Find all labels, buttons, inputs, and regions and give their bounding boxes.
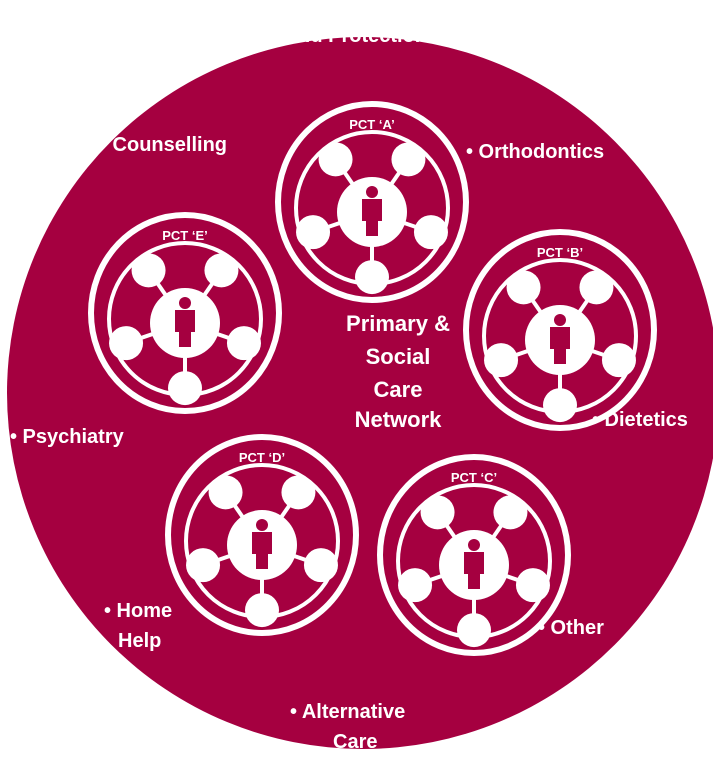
pct-outer-ring [275,101,469,303]
pct-cluster-e: PCT ‘E’ [88,212,282,414]
center-line-1: Primary & [346,311,450,336]
satellite-node-icon [515,568,550,603]
pct-clusters: PCT ‘A’ PCT ‘B’ PCT ‘C’ PCT ‘D’ PCT ‘E’ [88,101,657,656]
center-line-2: Social [366,344,431,369]
service-orthodontics: • Orthodontics [466,141,604,163]
service-home-help-line-2: Help [118,630,161,652]
pct-label-a: PCT ‘A’ [349,117,395,132]
satellite-node-icon [493,495,528,530]
satellite-node-icon [131,253,166,288]
satellite-node-icon [296,215,331,250]
person-icon [464,539,484,589]
service-dietetics: • Dietetics [592,409,688,431]
service-psychiatry: • Psychiatry [10,426,125,448]
service-labels: • Child Protection • Counselling • Ortho… [10,25,688,753]
satellite-node-icon [186,548,221,583]
pct-cluster-b: PCT ‘B’ [463,229,657,431]
satellite-node-icon [208,475,243,510]
satellite-node-icon [281,475,316,510]
satellite-node-icon [109,326,144,361]
pct-outer-ring [377,454,571,656]
satellite-node-icon [579,270,614,305]
satellite-node-icon [543,388,577,423]
pct-label-c: PCT ‘C’ [451,470,497,485]
service-counselling: • Counselling [100,134,227,156]
person-icon [550,314,570,364]
satellite-node-icon [413,215,448,250]
service-alternative-care-line-1: • Alternative [290,701,405,723]
person-icon [362,186,382,236]
service-child-protection: • Child Protection [260,25,427,47]
pct-label-d: PCT ‘D’ [239,450,285,465]
person-icon [175,297,195,347]
satellite-node-icon [398,568,433,603]
pct-cluster-d: PCT ‘D’ [165,434,359,636]
satellite-node-icon [303,548,338,583]
satellite-node-icon [484,343,519,378]
service-alternative-care-line-2: Care [333,731,377,753]
pct-outer-ring [165,434,359,636]
satellite-node-icon [391,142,426,177]
service-home-help-line-1: • Home [104,600,172,622]
satellite-node-icon [420,495,455,530]
pct-outer-ring [463,229,657,431]
person-icon [252,519,272,569]
center-line-4: Network [355,407,443,432]
service-other: • Other [538,617,604,639]
network-center-label: Primary & Social Care Network [346,311,450,432]
satellite-node-icon [506,270,541,305]
pct-cluster-a: PCT ‘A’ [275,101,469,303]
satellite-node-icon [226,326,261,361]
satellite-node-icon [601,343,636,378]
pct-label-b: PCT ‘B’ [537,245,583,260]
satellite-node-icon [355,260,389,295]
center-line-3: Care [374,377,423,402]
pct-label-e: PCT ‘E’ [162,228,208,243]
satellite-node-icon [168,371,202,406]
pct-outer-ring [88,212,282,414]
satellite-node-icon [457,613,491,648]
pct-cluster-c: PCT ‘C’ [377,454,571,656]
satellite-node-icon [245,593,279,628]
satellite-node-icon [204,253,239,288]
satellite-node-icon [318,142,353,177]
